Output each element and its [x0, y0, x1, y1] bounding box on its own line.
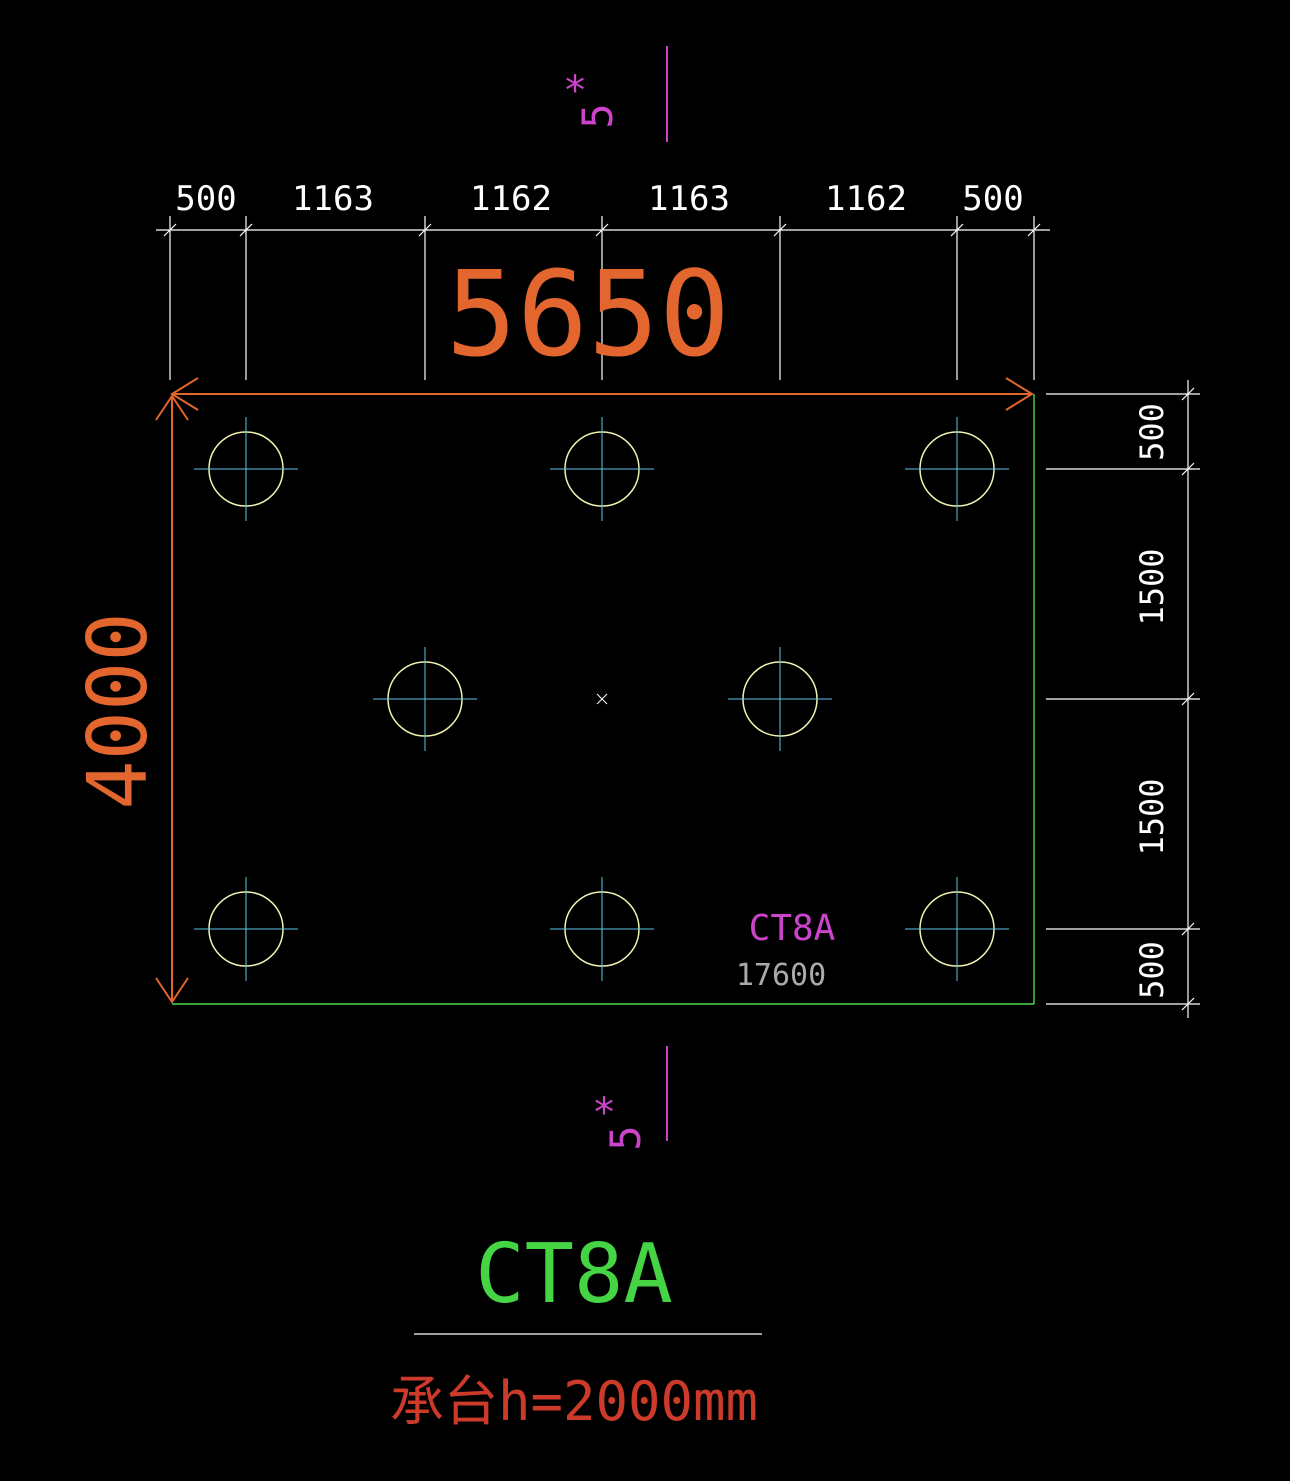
section-mark-top-star: *	[563, 68, 587, 114]
top-dim-3: 1162	[470, 179, 552, 219]
right-dim-4: 500	[1133, 941, 1171, 999]
drawing-subtitle: 承台h=2000mm	[390, 1370, 758, 1433]
pile-layout	[194, 417, 1009, 981]
top-dimension-chain	[156, 216, 1050, 380]
top-dim-6: 500	[962, 179, 1023, 219]
pile-7	[550, 877, 654, 981]
cap-outline	[172, 394, 1035, 1005]
right-dimension-chain	[1046, 380, 1200, 1018]
pile-2	[550, 417, 654, 521]
top-dim-4: 1163	[648, 179, 730, 219]
overall-depth-label: 4000	[71, 612, 166, 809]
right-dim-2: 1500	[1133, 548, 1171, 625]
center-cross-icon	[596, 693, 608, 705]
top-dimension-labels: 500 1163 1162 1163 1162 500	[175, 179, 1023, 219]
section-mark-top-number: 5	[573, 103, 622, 128]
cap-value: 17600	[736, 958, 826, 993]
pile-6	[194, 877, 298, 981]
overall-dimension-arrows	[155, 377, 1034, 1004]
right-dimension-labels: 500 1500 1500 500	[1133, 403, 1171, 999]
top-dim-1: 500	[175, 179, 236, 219]
drawing-title: CT8A	[475, 1227, 672, 1322]
section-mark-bottom-number: 5	[601, 1125, 650, 1150]
cap-label: CT8A	[749, 908, 836, 949]
pile-8	[905, 877, 1009, 981]
top-dim-5: 1162	[825, 179, 907, 219]
pile-1	[194, 417, 298, 521]
pile-4	[373, 647, 477, 751]
section-mark-bottom-star: *	[592, 1090, 616, 1136]
overall-width-label: 5650	[446, 245, 730, 383]
pile-5	[728, 647, 832, 751]
top-dim-2: 1163	[292, 179, 374, 219]
right-dim-1: 500	[1133, 403, 1171, 461]
pile-3	[905, 417, 1009, 521]
right-dim-3: 1500	[1133, 778, 1171, 855]
